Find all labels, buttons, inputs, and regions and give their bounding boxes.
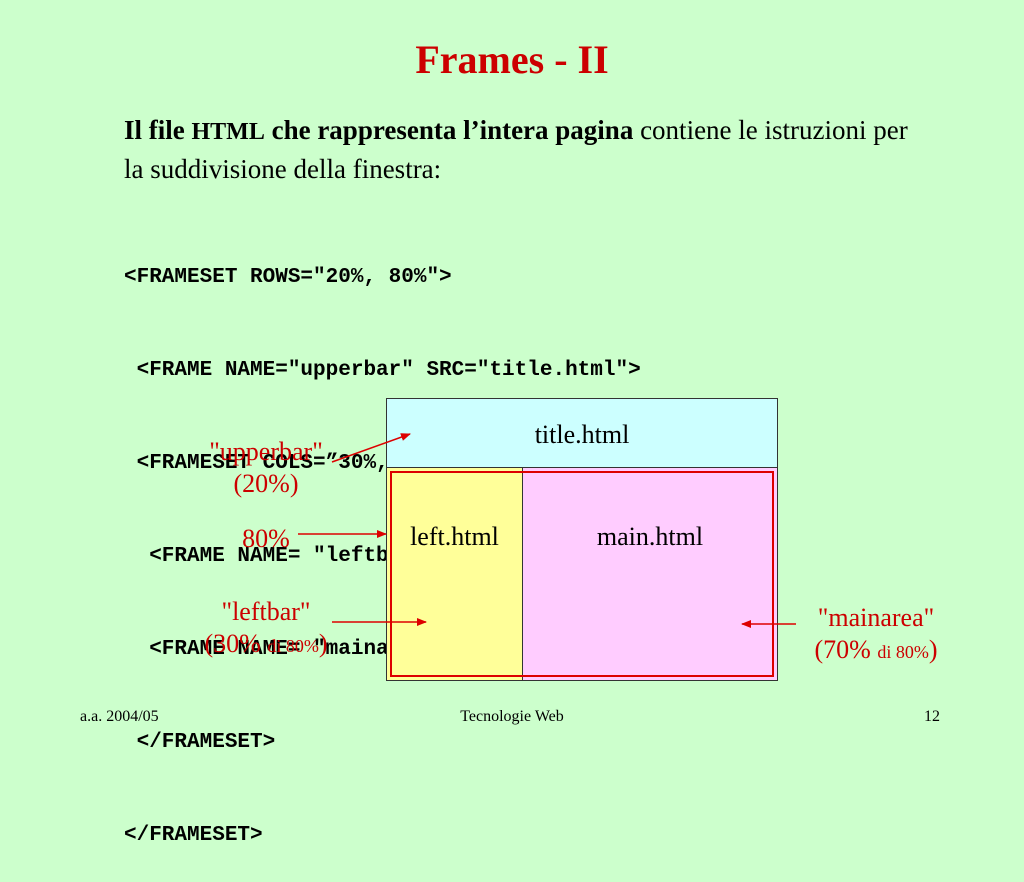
footer-course: Tecnologie Web <box>460 708 564 725</box>
intro-html-word: HTML <box>191 119 265 145</box>
intro-bold-1: Il file <box>124 115 192 145</box>
mainarea-annotation: "mainarea" (70% di 80%) <box>786 602 966 668</box>
intro-plain: contiene le istruzioni per la suddivisio… <box>124 115 908 184</box>
leftbar-percent-main: (30% <box>204 629 268 658</box>
intro-text: Il file HTML che rappresenta l’intera pa… <box>124 112 924 188</box>
eighty-percent-annotation: 80% <box>242 524 290 553</box>
mainarea-percent-main: (70% <box>814 635 878 664</box>
leftbar-percent: (30% di 80%) <box>176 628 356 662</box>
mainarea-percent-close: ) <box>928 635 938 664</box>
code-line: </FRAMESET> <box>124 824 263 847</box>
upperbar-frame: title.html <box>387 399 777 468</box>
mainarea-name: "mainarea" <box>817 603 935 632</box>
mainarea-percent-small: di 80% <box>877 642 929 662</box>
upperbar-percent: (20%) <box>233 469 299 498</box>
mainarea-frame-label: main.html <box>596 522 704 551</box>
footer-page-number: 12 <box>924 708 940 725</box>
upperbar-annotation: "upperbar" (20%) <box>186 436 346 500</box>
slide-title: Frames - II <box>415 37 609 82</box>
intro-bold-2: che rappresenta l’intera pagina <box>264 115 634 145</box>
leftbar-name: "leftbar" <box>221 597 311 626</box>
code-line: <FRAME NAME="upperbar" SRC="title.html"> <box>124 359 641 382</box>
leftbar-annotation: "leftbar" (30% di 80%) <box>176 596 356 662</box>
frames-diagram: title.html left.html main.html <box>386 398 778 681</box>
leftbar-percent-close: ) <box>318 629 328 658</box>
leftbar-frame: left.html <box>387 468 523 680</box>
footer-year: a.a. 2004/05 <box>80 708 159 725</box>
leftbar-frame-label: left.html <box>410 522 499 551</box>
code-line: <FRAMESET ROWS="20%, 80%"> <box>124 266 452 289</box>
bottom-frameset: left.html main.html <box>387 468 777 680</box>
mainarea-frame: main.html <box>523 468 777 680</box>
upperbar-name: "upperbar" <box>209 437 323 466</box>
mainarea-percent: (70% di 80%) <box>786 634 966 668</box>
leftbar-percent-small: di 80% <box>267 636 319 656</box>
code-line: </FRAMESET> <box>124 731 276 754</box>
